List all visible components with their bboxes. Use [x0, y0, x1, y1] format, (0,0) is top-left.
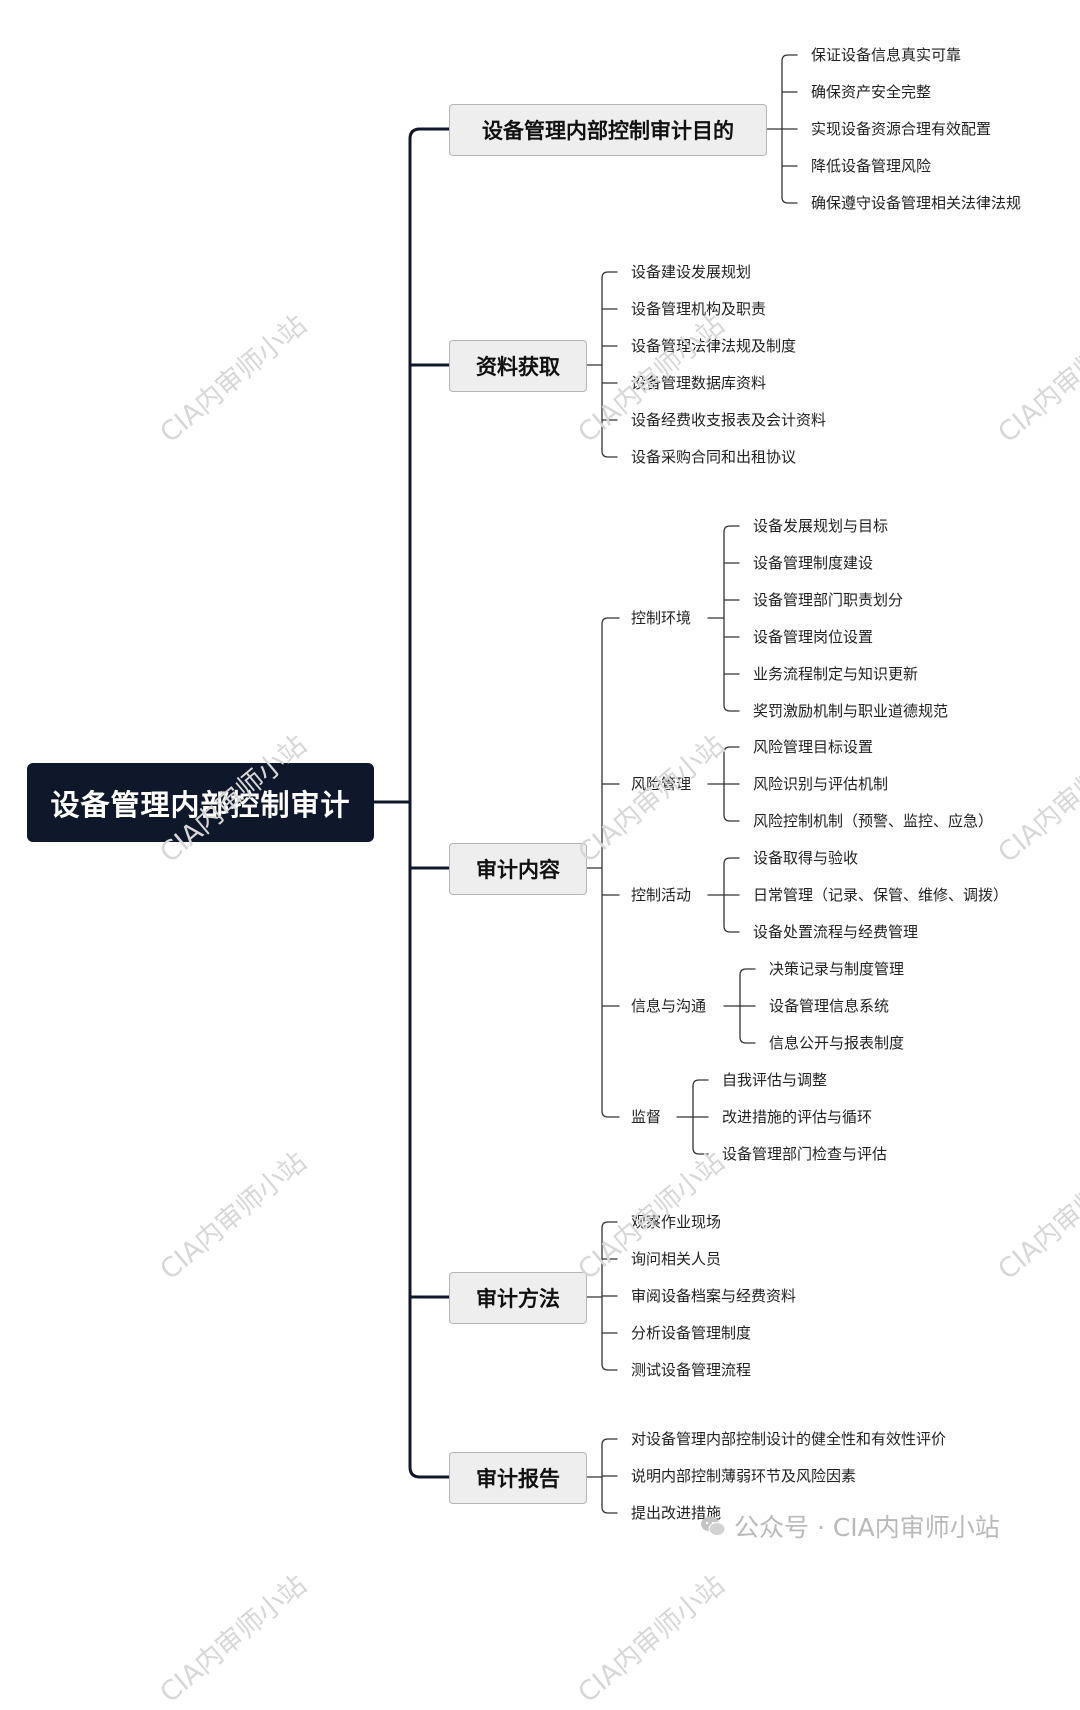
- leaf-item[interactable]: 信息公开与报表制度: [769, 1034, 905, 1052]
- leaf-item[interactable]: 设备管理部门检查与评估: [722, 1145, 888, 1163]
- trunk-line: [372, 127, 451, 1479]
- branch-node[interactable]: 审计报告: [449, 1452, 587, 1504]
- leaf-item[interactable]: 确保资产安全完整: [811, 83, 932, 101]
- leaf-item[interactable]: 设备管理数据库资料: [631, 374, 767, 392]
- wechat-icon: [701, 1516, 726, 1536]
- leaf-item[interactable]: 日常管理（记录、保管、维修、调拨）: [753, 886, 1009, 904]
- sub-connector: [707, 525, 740, 712]
- leaf-item[interactable]: 设备经费收支报表及会计资料: [631, 411, 827, 429]
- leaf-item[interactable]: 奖罚激励机制与职业道德规范: [753, 702, 949, 720]
- sub-connector: [707, 746, 740, 822]
- branch-connector: [584, 1221, 618, 1371]
- sub-node[interactable]: 信息与沟通: [631, 997, 707, 1015]
- leaf-item[interactable]: 说明内部控制薄弱环节及风险因素: [631, 1467, 857, 1485]
- sub-node[interactable]: 风险管理: [631, 775, 692, 793]
- leaf-item[interactable]: 设备管理制度建设: [753, 554, 874, 572]
- leaf-item[interactable]: 审阅设备档案与经费资料: [631, 1287, 797, 1305]
- leaf-item[interactable]: 改进措施的评估与循环: [722, 1108, 873, 1126]
- leaf-item[interactable]: 设备处置流程与经费管理: [753, 923, 919, 941]
- leaf-item[interactable]: 对设备管理内部控制设计的健全性和有效性评价: [631, 1430, 947, 1448]
- watermark: CIA内审师小站: [154, 1569, 313, 1710]
- leaf-item[interactable]: 提出改进措施: [631, 1504, 722, 1522]
- sub-connector: [676, 1079, 709, 1155]
- sub-node[interactable]: 监督: [631, 1108, 662, 1126]
- branch-node[interactable]: 资料获取: [449, 340, 587, 392]
- branch-connector: [764, 54, 798, 204]
- leaf-item[interactable]: 自我评估与调整: [722, 1071, 828, 1089]
- sub-node[interactable]: 控制活动: [631, 886, 692, 904]
- leaf-item[interactable]: 设备发展规划与目标: [753, 517, 889, 535]
- leaf-item[interactable]: 设备管理部门职责划分: [753, 591, 904, 609]
- root-node[interactable]: 设备管理内部控制审计: [27, 763, 374, 842]
- leaf-item[interactable]: 降低设备管理风险: [811, 157, 932, 175]
- sub-connector: [723, 968, 756, 1044]
- watermark: CIA内审师小站: [572, 1569, 731, 1710]
- branch-node[interactable]: 审计内容: [449, 843, 587, 895]
- footer-text: 公众号 · CIA内审师小站: [734, 1513, 1000, 1542]
- branch-connector: [584, 617, 620, 1118]
- connector-lines: [372, 54, 798, 1514]
- leaf-item[interactable]: 确保遵守设备管理相关法律法规: [811, 194, 1022, 212]
- sub-node[interactable]: 控制环境: [631, 609, 692, 627]
- branch-node[interactable]: 设备管理内部控制审计目的: [449, 104, 767, 156]
- leaf-item[interactable]: 设备采购合同和出租协议: [631, 448, 797, 466]
- leaf-item[interactable]: 设备管理信息系统: [769, 997, 890, 1015]
- leaf-item[interactable]: 分析设备管理制度: [631, 1324, 752, 1342]
- leaf-item[interactable]: 设备管理机构及职责: [631, 300, 767, 318]
- leaf-item[interactable]: 风险控制机制（预警、监控、应急）: [753, 812, 994, 830]
- leaf-item[interactable]: 询问相关人员: [631, 1250, 722, 1268]
- branch-connector: [584, 1438, 618, 1514]
- leaf-item[interactable]: 决策记录与制度管理: [769, 960, 905, 978]
- leaf-item[interactable]: 风险管理目标设置: [753, 738, 874, 756]
- leaf-item[interactable]: 设备管理法律法规及制度: [631, 337, 797, 355]
- footer-credit: 公众号 · CIA内审师小站: [700, 1508, 1000, 1544]
- leaf-item[interactable]: 测试设备管理流程: [631, 1361, 752, 1379]
- branch-node[interactable]: 审计方法: [449, 1272, 587, 1324]
- leaf-item[interactable]: 实现设备资源合理有效配置: [811, 120, 992, 138]
- leaf-item[interactable]: 业务流程制定与知识更新: [753, 665, 919, 683]
- sub-connector: [707, 857, 740, 933]
- leaf-item[interactable]: 风险识别与评估机制: [753, 775, 889, 793]
- branch-connector: [584, 271, 618, 458]
- leaf-item[interactable]: 设备建设发展规划: [631, 263, 752, 281]
- leaf-item[interactable]: 保证设备信息真实可靠: [811, 46, 962, 64]
- leaf-item[interactable]: 设备取得与验收: [753, 849, 859, 867]
- leaf-item[interactable]: 观察作业现场: [631, 1213, 722, 1231]
- leaf-item[interactable]: 设备管理岗位设置: [753, 628, 874, 646]
- mindmap: 设备管理内部控制审计 设备管理内部控制审计目的 保证设备信息真实可靠确保资产安全完…: [27, 46, 1080, 1709]
